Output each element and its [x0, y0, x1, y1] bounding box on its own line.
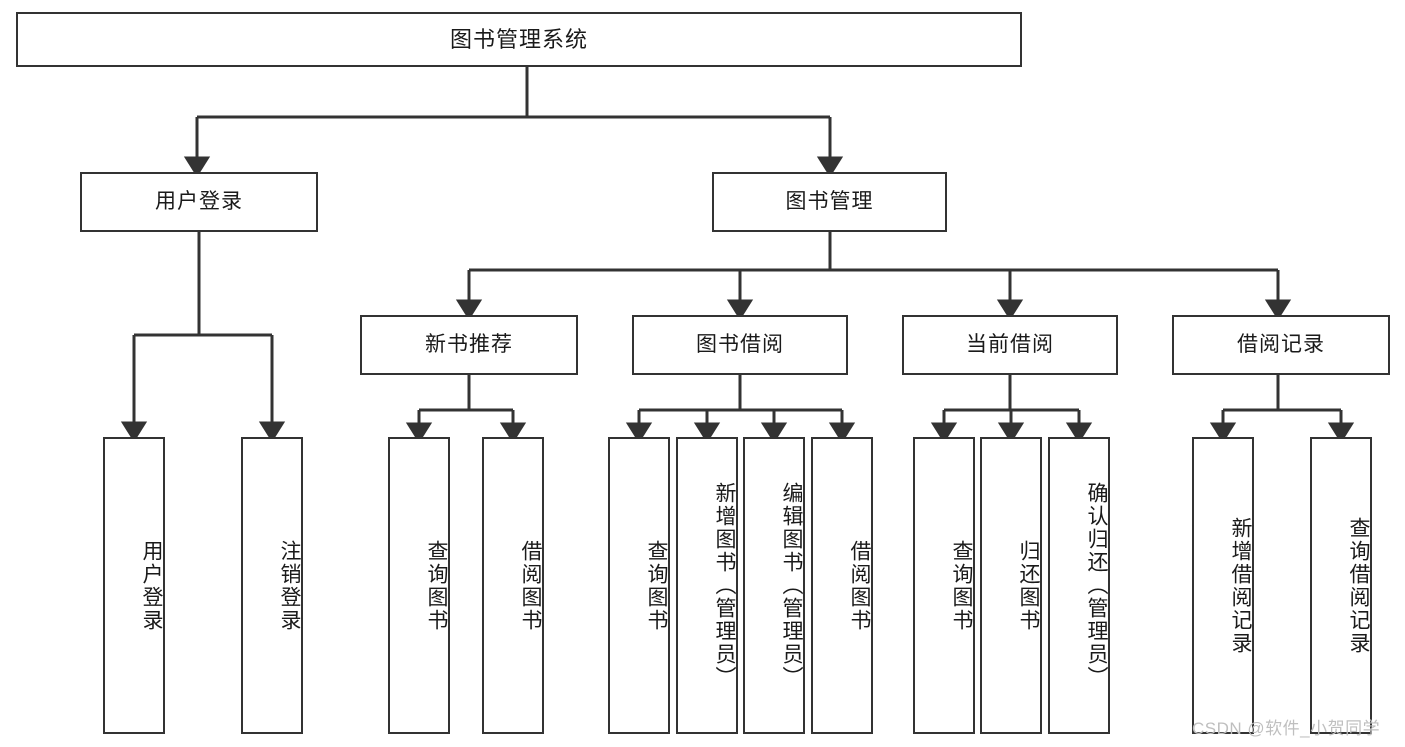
- leaf-book-borrow-add-book-admin[interactable]: 新增图书（管理员）: [676, 437, 738, 734]
- node-label: 图书借阅: [696, 332, 784, 356]
- csdn-watermark: CSDN @软件_小贺同学: [1192, 719, 1381, 738]
- leaf-borrow-record-query-record[interactable]: 查询借阅记录: [1310, 437, 1372, 734]
- node-label: 当前借阅: [966, 332, 1054, 356]
- node-label: 注销登录: [278, 539, 301, 632]
- leaf-book-borrow-edit-book-admin[interactable]: 编辑图书（管理员）: [743, 437, 805, 734]
- node-label: 归还图书: [1017, 539, 1040, 632]
- node-label: 借阅图书: [848, 539, 871, 632]
- leaf-user-login-login[interactable]: 用户登录: [103, 437, 165, 734]
- node-new-book-recommend[interactable]: 新书推荐: [360, 315, 578, 375]
- node-label: 确认归还（管理员）: [1085, 482, 1108, 689]
- node-user-login[interactable]: 用户登录: [80, 172, 318, 232]
- node-label: 查询图书: [425, 539, 448, 632]
- node-label: 查询借阅记录: [1347, 516, 1370, 655]
- leaf-borrow-record-add-record[interactable]: 新增借阅记录: [1192, 437, 1254, 734]
- node-label: 新增图书（管理员）: [713, 482, 736, 689]
- node-label: 图书管理系统: [449, 26, 588, 52]
- node-label: 新增借阅记录: [1229, 516, 1252, 655]
- node-root-book-management-system[interactable]: 图书管理系统: [16, 12, 1022, 67]
- leaf-current-borrow-query-book[interactable]: 查询图书: [913, 437, 975, 734]
- node-label: 查询图书: [950, 539, 973, 632]
- node-label: 借阅图书: [519, 539, 542, 632]
- node-book-management[interactable]: 图书管理: [712, 172, 947, 232]
- node-label: 编辑图书（管理员）: [780, 482, 803, 689]
- leaf-current-borrow-confirm-return-admin[interactable]: 确认归还（管理员）: [1048, 437, 1110, 734]
- node-label: 借阅记录: [1237, 332, 1325, 356]
- node-book-borrow[interactable]: 图书借阅: [632, 315, 848, 375]
- leaf-current-borrow-return-book[interactable]: 归还图书: [980, 437, 1042, 734]
- node-label: 用户登录: [140, 539, 163, 632]
- node-label: 查询图书: [645, 539, 668, 632]
- node-label: 用户登录: [155, 189, 243, 213]
- leaf-new-book-query-book[interactable]: 查询图书: [388, 437, 450, 734]
- node-label: 图书管理: [785, 189, 874, 213]
- leaf-new-book-borrow-book[interactable]: 借阅图书: [482, 437, 544, 734]
- node-label: 新书推荐: [425, 332, 513, 356]
- leaf-book-borrow-query-book[interactable]: 查询图书: [608, 437, 670, 734]
- leaf-user-login-logout[interactable]: 注销登录: [241, 437, 303, 734]
- node-borrow-record[interactable]: 借阅记录: [1172, 315, 1390, 375]
- node-current-borrow[interactable]: 当前借阅: [902, 315, 1118, 375]
- leaf-book-borrow-borrow-book[interactable]: 借阅图书: [811, 437, 873, 734]
